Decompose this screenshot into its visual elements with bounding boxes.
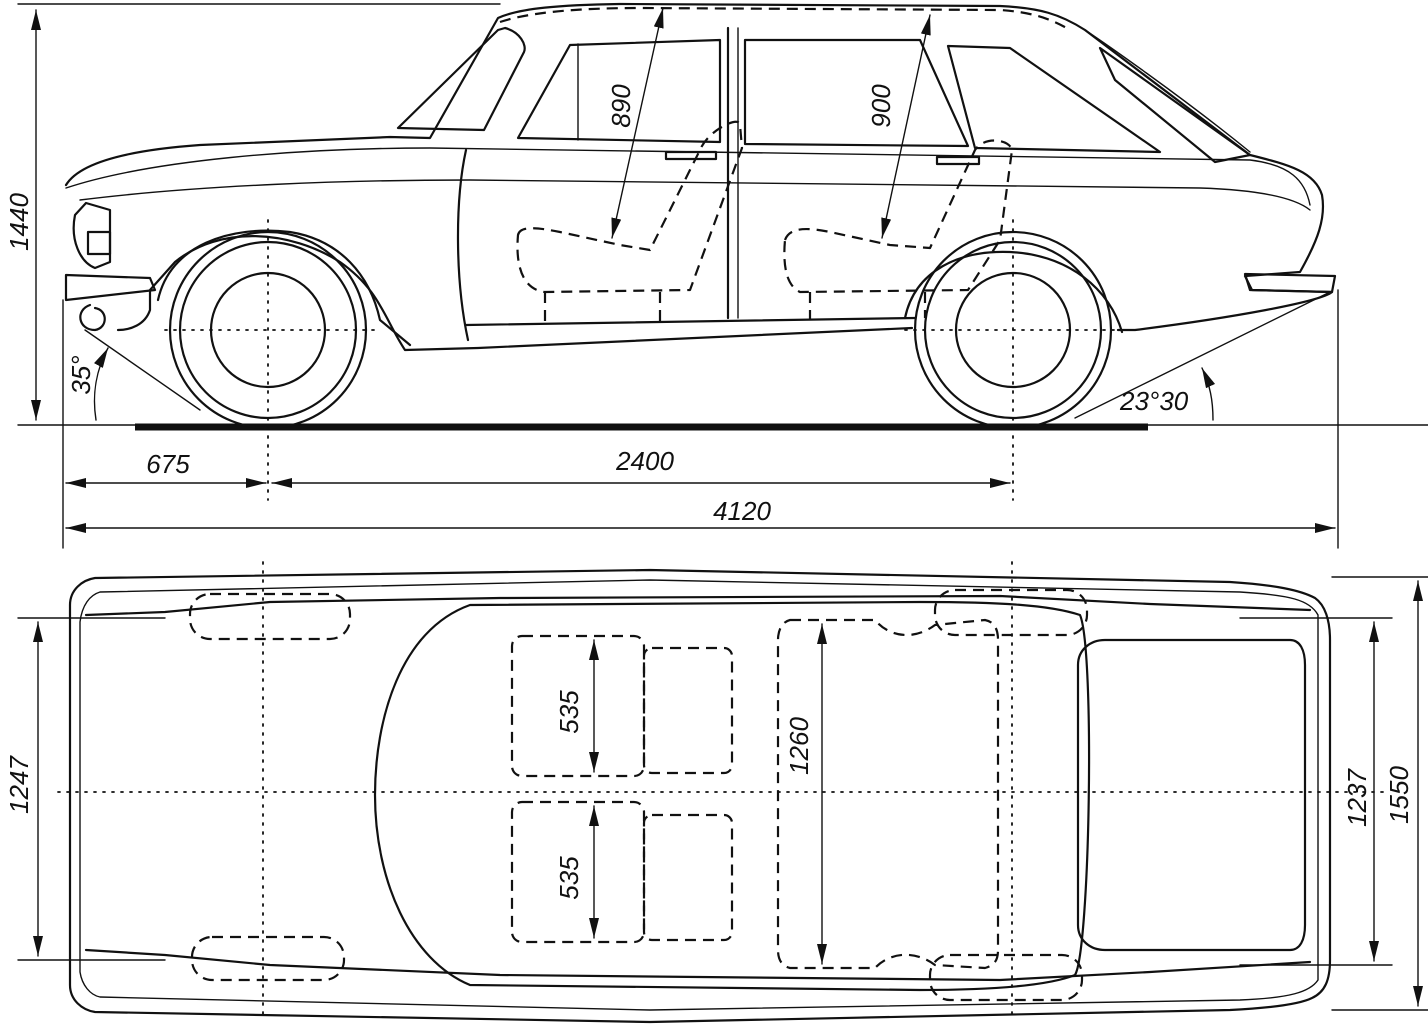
side-body-outline xyxy=(64,2,1334,352)
rear-quarter-window xyxy=(946,44,1162,154)
front-seat-side xyxy=(516,120,744,294)
dim-height: 1440 xyxy=(4,193,34,251)
top-rear-window xyxy=(1076,638,1307,952)
rear-window xyxy=(1098,46,1252,164)
dim-seat-width-right: 535 xyxy=(554,856,584,900)
dim-rear-track: 1237 xyxy=(1342,768,1372,827)
roof-rail xyxy=(499,6,1071,31)
dim-departure-angle: 23°30 xyxy=(1119,386,1189,416)
rear-left-wheel-top xyxy=(933,588,1089,637)
rear-right-wheel-top xyxy=(928,953,1084,1002)
rear-bench-seat xyxy=(776,618,1000,970)
dim-wheelbase: 2400 xyxy=(615,446,674,476)
front-left-wheel-top xyxy=(188,592,352,641)
dim-overall-length: 4120 xyxy=(713,496,771,526)
top-body-outline xyxy=(68,568,1332,1024)
rear-door-handle xyxy=(935,155,981,166)
top-view xyxy=(17,561,1428,1024)
dim-front-overhang: 675 xyxy=(146,449,190,479)
dim-rear-seat-width: 1260 xyxy=(784,717,814,775)
dim-front-track: 1247 xyxy=(4,755,34,814)
dim-seat-height-rear: 900 xyxy=(866,84,896,128)
rear-side-window xyxy=(743,38,970,148)
dim-seat-height-front: 890 xyxy=(606,84,636,128)
side-view xyxy=(17,2,1428,549)
front-right-wheel-top xyxy=(190,935,346,982)
front-bumper xyxy=(64,273,157,302)
front-left-seat-back xyxy=(642,646,734,775)
side-marker-light xyxy=(86,230,112,256)
headlight xyxy=(72,201,112,270)
rear-bumper xyxy=(1243,272,1337,294)
dim-overall-width: 1550 xyxy=(1384,766,1414,824)
front-right-seat-back xyxy=(642,813,734,942)
dimension-labels: 1440 890 900 35° 23°30 675 2400 4120 124… xyxy=(4,84,1414,900)
dim-seat-width-left: 535 xyxy=(554,690,584,734)
rear-seat-side xyxy=(783,139,1014,294)
front-door-handle xyxy=(664,150,718,161)
dim-approach-angle: 35° xyxy=(66,355,96,394)
top-glasshouse xyxy=(373,600,1091,992)
windshield xyxy=(396,26,526,132)
